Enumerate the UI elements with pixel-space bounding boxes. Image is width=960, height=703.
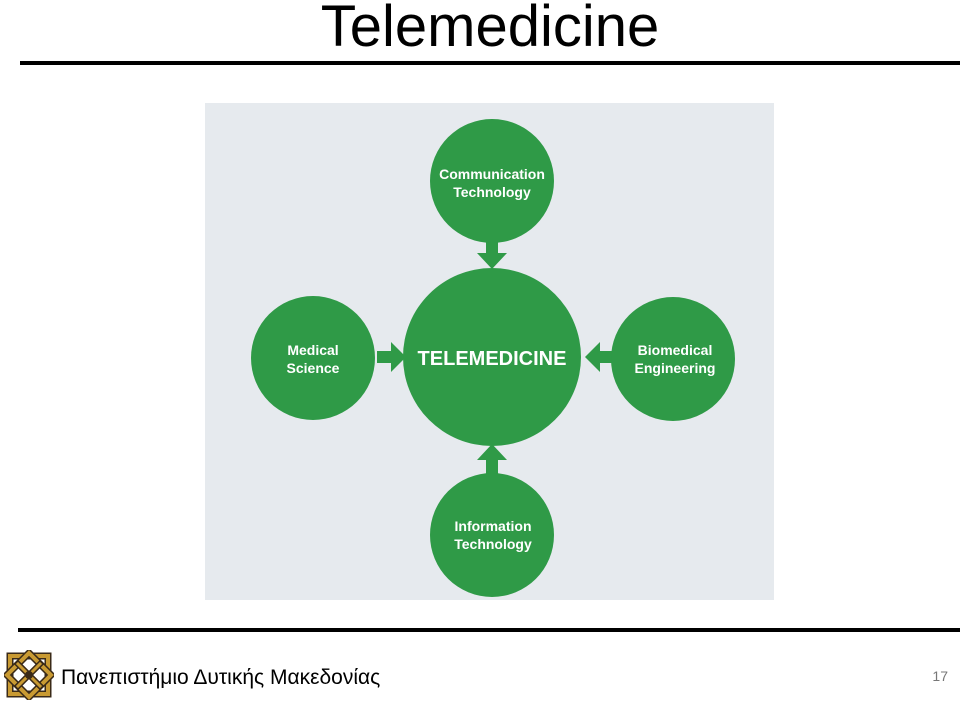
title-divider bbox=[20, 61, 960, 65]
center-node-label: TELEMEDICINE bbox=[418, 348, 567, 370]
university-knot-logo-icon bbox=[4, 650, 54, 700]
page-number: 17 bbox=[932, 668, 948, 684]
bottom-node-label-line2: Technology bbox=[454, 536, 532, 552]
arrow-left-icon bbox=[585, 342, 613, 372]
left-node bbox=[251, 296, 375, 420]
bottom-node-label-line1: Information bbox=[455, 518, 532, 534]
arrow-right-icon bbox=[377, 342, 406, 372]
right-node bbox=[611, 297, 735, 421]
center-node bbox=[403, 268, 581, 446]
footer-institution: Πανεπιστήμιο Δυτικής Μακεδονίας bbox=[61, 666, 381, 689]
left-node-label-line2: Science bbox=[287, 360, 340, 376]
bottom-node bbox=[430, 473, 554, 597]
top-node-label-line2: Technology bbox=[453, 184, 531, 200]
top-node bbox=[430, 119, 554, 243]
right-node-label-line1: Biomedical bbox=[638, 342, 713, 358]
arrow-up-icon bbox=[477, 444, 507, 475]
telemedicine-diagram: TELEMEDICINE Communication Technology Me… bbox=[205, 103, 774, 600]
slide-title: Telemedicine bbox=[320, 0, 660, 59]
left-node-label-line1: Medical bbox=[287, 342, 338, 358]
top-node-label-line1: Communication bbox=[439, 166, 545, 182]
right-node-label-line2: Engineering bbox=[635, 360, 716, 376]
footer-divider bbox=[18, 628, 960, 632]
